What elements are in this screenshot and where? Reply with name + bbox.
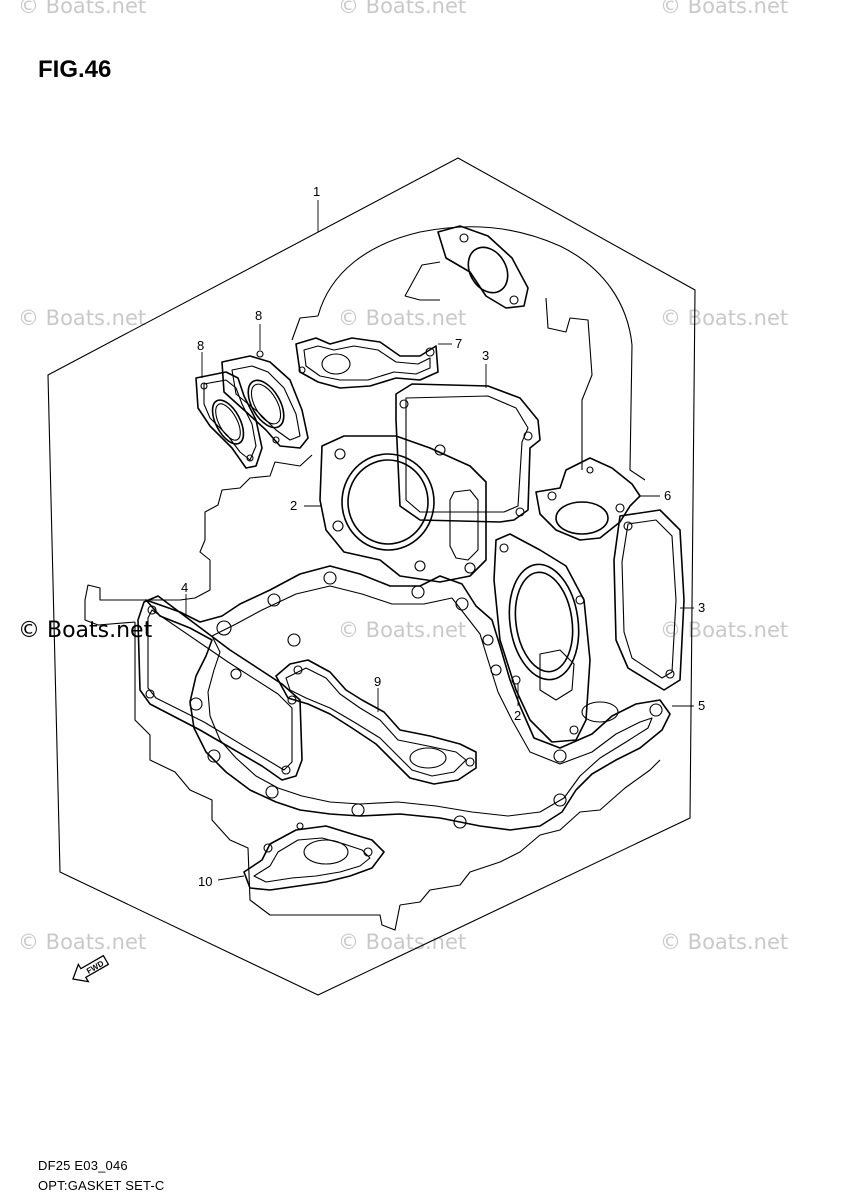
watermark: © Boats.net <box>18 0 147 18</box>
watermark: © Boats.net <box>18 930 147 954</box>
head-gasket-2-right <box>493 533 591 743</box>
watermark: © Boats.net <box>18 306 147 330</box>
callout-3a: 3 <box>482 348 489 363</box>
callout-6: 6 <box>664 488 671 503</box>
callout-9: 9 <box>374 674 381 689</box>
callout-7: 7 <box>455 336 462 351</box>
kit-frame <box>47 157 696 996</box>
gasket-6 <box>535 457 641 541</box>
gasket-3-top <box>395 383 541 523</box>
gasket-8-left <box>195 371 263 469</box>
watermark: © Boats.net <box>338 306 467 330</box>
head-gasket-2-top <box>319 435 487 583</box>
watermark: © Boats.net <box>660 930 789 954</box>
gasket-3-right <box>613 509 685 691</box>
watermark: © Boats.net <box>660 0 789 18</box>
crankcase-gasket-5 <box>145 565 671 831</box>
gasket-9 <box>275 659 477 785</box>
gasket-10 <box>243 822 385 891</box>
callout-5: 5 <box>698 698 705 713</box>
callout-4: 4 <box>181 580 188 595</box>
callout-2b: 2 <box>514 708 521 723</box>
callout-10: 10 <box>198 874 212 889</box>
callout-8a: 8 <box>197 338 204 353</box>
gasket-4 <box>137 595 303 781</box>
callout-3b: 3 <box>698 600 705 615</box>
watermark: © Boats.net <box>338 0 467 18</box>
forward-arrow-icon: FWD <box>72 954 110 983</box>
engine-block-outline <box>84 226 661 931</box>
callout-1: 1 <box>313 184 320 199</box>
callout-8b: 8 <box>255 308 262 323</box>
figure-title: FIG.46 <box>38 56 112 83</box>
figure-code: DF25 E03_046 <box>38 1158 128 1173</box>
elbow-flange <box>437 225 529 309</box>
watermark: © Boats.net <box>338 930 467 954</box>
watermark: © Boats.net <box>338 618 467 642</box>
figure-caption: OPT:GASKET SET-C <box>38 1178 165 1193</box>
gasket-7 <box>295 337 439 389</box>
gasket-8-right <box>221 350 309 449</box>
watermark: © Boats.net <box>660 306 789 330</box>
callout-2a: 2 <box>290 498 297 513</box>
